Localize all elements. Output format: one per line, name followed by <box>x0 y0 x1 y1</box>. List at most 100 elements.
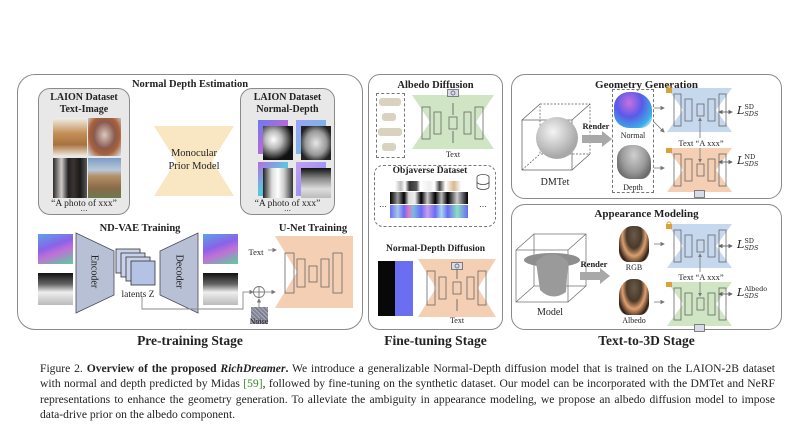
car-render-2 <box>382 113 396 121</box>
laion-normal-depth-title-line2: Normal-Depth <box>256 104 319 115</box>
normal-depth-estimation-title: Normal Depth Estimation <box>131 79 249 90</box>
shoes-depth-map <box>263 126 293 160</box>
albedo-text-label: Text <box>445 150 461 159</box>
loss-subscript: SDS <box>744 160 759 168</box>
car-render-3 <box>378 128 402 136</box>
appearance-loss-arrows <box>718 243 733 297</box>
dmtet-cube-sphere <box>521 103 591 171</box>
geometry-loss-arrows <box>718 109 733 165</box>
normal-depth-diffusion-title: Normal-Depth Diffusion <box>386 244 485 254</box>
albedo-diffusion-title: Albedo Diffusion <box>397 80 474 91</box>
geometry-render-label: Render <box>582 121 610 131</box>
nd-camera-icon <box>451 262 463 270</box>
unet-training-title: U-Net Training <box>278 223 348 234</box>
objaverse-ellipsis-right: ⋯ <box>479 202 487 211</box>
rgb-render-image <box>619 226 649 262</box>
input-depth-map <box>38 273 73 305</box>
text-to-3d-stage-label: Text-to-3D Stage <box>598 333 695 348</box>
unet-training-shape <box>275 236 353 308</box>
objaverse-ellipsis-left: ⋯ <box>379 202 387 211</box>
appearance-lock-icon-1 <box>666 221 672 229</box>
nd-diffusion-unet-shape <box>418 259 496 317</box>
loss-base: L <box>737 104 745 117</box>
laion-normal-depth-title-line1: LAION Dataset <box>253 92 322 103</box>
geometry-lock-icon-1 <box>666 85 672 93</box>
caption-text-2: , followed by fine-tuning on the synthet… <box>40 377 775 422</box>
car-render-4 <box>382 143 396 151</box>
normal-label: Normal <box>620 131 646 140</box>
geometry-unets <box>653 88 732 192</box>
depth-label: Depth <box>623 183 643 192</box>
caption-text-1: We introduce a generalizable Normal-Dept… <box>40 362 775 391</box>
noise-label: Noise <box>249 317 269 326</box>
albedo-car-renders-box <box>376 93 405 158</box>
nd-normal-renders <box>395 261 413 316</box>
laion-text-image-title-line1: LAION Dataset <box>50 92 118 103</box>
unet-text-label: Text <box>248 247 264 257</box>
objaverse-title: Objaverse Dataset <box>392 166 468 176</box>
decoder-shape <box>159 232 199 314</box>
normal-depth-prompt: “A photo of xxx” <box>254 199 321 209</box>
prior-model-line2: Prior Model <box>168 161 220 172</box>
latents-label: latents Z <box>121 290 155 300</box>
bowl-depth-map <box>301 126 331 160</box>
house-photo <box>88 158 121 198</box>
latents-stack <box>115 248 156 286</box>
appearance-render-label: Render <box>580 259 608 269</box>
model-label: Model <box>536 307 564 318</box>
text-image-prompt: “A photo of xxx” <box>51 199 117 209</box>
text-image-ellipsis: ⋯ <box>80 207 88 215</box>
caption-title-italic: RichDreamer <box>220 362 286 375</box>
loss-superscript: SD <box>744 103 754 111</box>
citation-link[interactable]: [59] <box>243 377 263 391</box>
output-depth-map <box>203 273 238 305</box>
output-normal-map <box>203 234 238 264</box>
objaverse-rgb-row <box>395 181 467 191</box>
caption-title-prefix: Overview of the proposed <box>86 362 221 375</box>
loss-superscript: SD <box>744 237 754 245</box>
prior-model-line1: Monocular <box>170 148 218 159</box>
encoder-label: Encoder <box>88 254 100 289</box>
loss-base: L <box>737 286 745 299</box>
people-photo <box>53 158 87 198</box>
input-normal-map <box>38 234 73 264</box>
albedo-camera-icon <box>447 89 459 97</box>
objaverse-depth-row <box>390 192 468 204</box>
objaverse-normal-row <box>390 205 468 218</box>
shoes-photo <box>53 118 87 156</box>
model-cube <box>515 233 587 303</box>
loss-base: L <box>737 238 745 251</box>
geometry-camera-icon <box>694 190 705 198</box>
encoder-shape <box>75 232 115 314</box>
loss-superscript: ND <box>744 153 756 161</box>
database-icon <box>476 174 490 190</box>
house-depth-map <box>301 168 331 198</box>
laion-text-image-title-line2: Text-Image <box>59 104 109 115</box>
appearance-text-prompt: Text “A xxx” <box>665 272 737 282</box>
appearance-camera-icon <box>694 324 705 332</box>
loss-subscript: SDS <box>744 244 759 252</box>
loss-subscript: SDS <box>744 110 759 118</box>
nd-diffusion-text-label: Text <box>449 316 465 325</box>
people-depth-map <box>263 168 293 198</box>
albedo-unet-shape <box>412 95 494 149</box>
rgb-label: RGB <box>625 263 643 272</box>
appearance-modeling-title: Appearance Modeling <box>594 208 699 220</box>
geometry-render-outputs-box <box>612 89 654 193</box>
geometry-text-prompt: Text “A xxx” <box>665 138 737 148</box>
normal-depth-ellipsis: ⋯ <box>284 207 291 215</box>
normal-render-image <box>614 92 652 128</box>
albedo-label: Albedo <box>622 316 646 325</box>
geometry-render-arrow <box>582 131 612 147</box>
finetuning-stage-label: Fine-tuning Stage <box>384 333 487 348</box>
caption-title-suffix: . <box>285 362 289 375</box>
caption-bold-title: Overview of the proposed RichDreamer. <box>87 362 289 375</box>
nd-depth-renders <box>378 261 395 316</box>
bowl-photo <box>88 118 121 156</box>
figure-caption: Figure 2. Overview of the proposed RichD… <box>40 361 775 423</box>
pretraining-stage-label: Pre-training Stage <box>137 333 243 348</box>
noise-image <box>251 307 268 324</box>
